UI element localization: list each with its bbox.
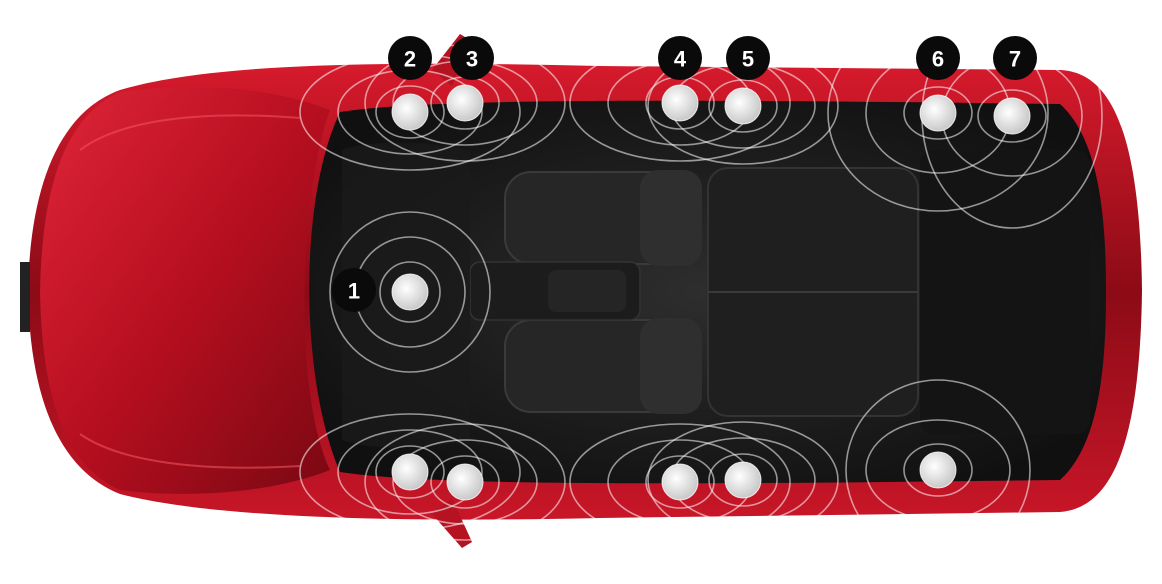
- badge-circle: [993, 36, 1037, 80]
- speaker-dot: [661, 463, 699, 501]
- speaker-dot: [391, 273, 429, 311]
- speaker-badge-6: 6: [916, 36, 960, 80]
- sound-ring: [708, 453, 778, 507]
- sound-ring: [392, 439, 538, 525]
- speaker-dot: [919, 451, 957, 489]
- badge-number: 5: [742, 47, 754, 72]
- badge-circle: [658, 36, 702, 80]
- sound-ring: [708, 79, 778, 133]
- speaker-dot: [391, 93, 429, 131]
- speaker-badge-5: 5: [726, 36, 770, 80]
- speaker-dot: [446, 463, 484, 501]
- speaker-badge-2: 2: [388, 36, 432, 80]
- badge-circle: [388, 36, 432, 80]
- speaker-badge-1: 1: [332, 268, 376, 312]
- speaker-badge-4: 4: [658, 36, 702, 80]
- speaker-dot: [446, 84, 484, 122]
- sound-wave-rings: [299, 3, 1103, 561]
- sound-ring: [647, 421, 839, 539]
- badge-number: 1: [348, 279, 360, 304]
- speaker-dot: [391, 453, 429, 491]
- speaker-dots: [391, 84, 1031, 501]
- sound-ring: [827, 14, 1049, 212]
- speaker-dot: [919, 94, 957, 132]
- speaker-dot: [724, 461, 762, 499]
- sound-ring: [569, 423, 791, 541]
- sound-ring: [865, 419, 1011, 521]
- sound-ring: [379, 261, 441, 323]
- speaker-number-badges: 1 2 3 4 5 6 7: [332, 36, 1037, 312]
- sound-ring: [845, 379, 1031, 561]
- sound-ring: [977, 89, 1047, 143]
- badge-circle: [726, 36, 770, 80]
- badge-number: 7: [1009, 47, 1021, 72]
- badge-number: 2: [404, 47, 416, 72]
- sound-ring: [329, 211, 491, 373]
- badge-number: 6: [932, 47, 944, 72]
- sound-ring: [364, 423, 566, 541]
- speaker-dot: [993, 97, 1031, 135]
- sound-ring: [375, 85, 445, 139]
- speaker-dot: [724, 87, 762, 125]
- badge-number: 3: [466, 47, 478, 72]
- speaker-badge-3: 3: [450, 36, 494, 80]
- car-body: [20, 34, 1142, 548]
- speaker-badge-7: 7: [993, 36, 1037, 80]
- sound-ring: [430, 455, 500, 509]
- badge-circle: [916, 36, 960, 80]
- badge-number: 4: [674, 47, 687, 72]
- sound-ring: [903, 86, 973, 140]
- sound-ring: [375, 445, 445, 499]
- badge-circle: [450, 36, 494, 80]
- sound-ring: [645, 455, 715, 509]
- sound-ring: [903, 443, 973, 497]
- badge-circle: [332, 268, 376, 312]
- sound-ring: [337, 429, 483, 515]
- speaker-dot: [661, 84, 699, 122]
